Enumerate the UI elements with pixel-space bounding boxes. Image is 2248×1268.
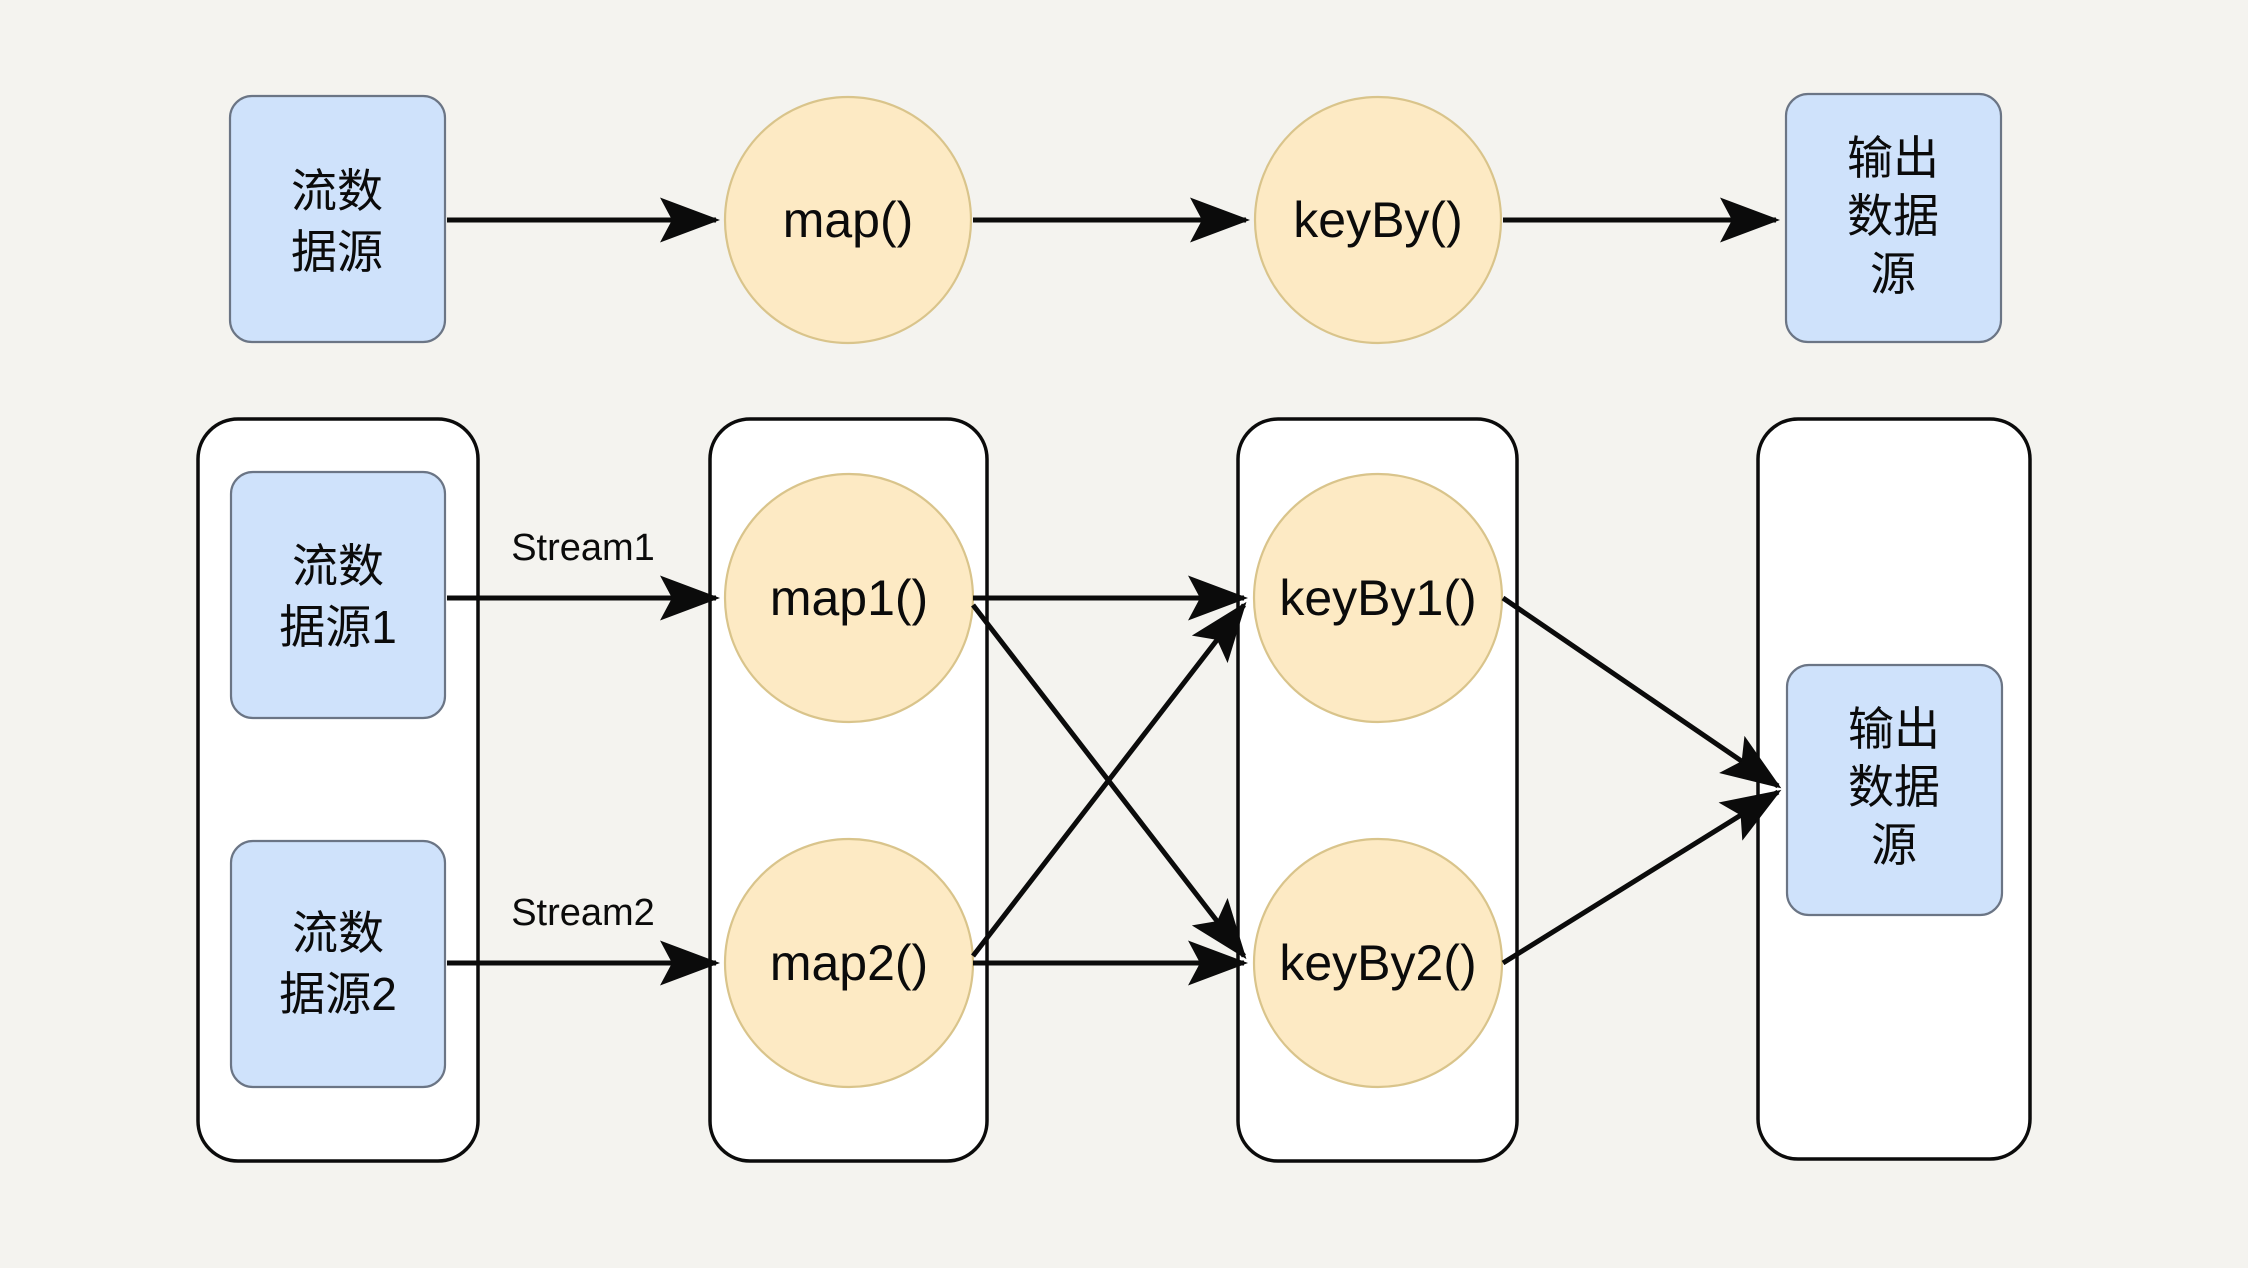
source2-box[interactable] [229,839,447,1089]
top-keyby-node[interactable]: keyBy() [1253,95,1503,345]
edge-keyby1-to-sink [1501,595,1782,789]
keyby1-label: keyBy1() [1279,570,1476,626]
map2-label: map2() [770,935,928,991]
keyby2-node[interactable]: keyBy2() [1252,837,1504,1089]
keyby2-circle[interactable] [1252,837,1504,1089]
edge-map2-to-keyby1 [971,601,1247,958]
source1-node[interactable]: 流数 据源1 [229,470,447,720]
top-sink-label-line2: 数据 [1847,190,1939,242]
map1-node[interactable]: map1() [723,472,975,724]
top-keyby-circle[interactable] [1253,95,1503,345]
map2-node[interactable]: map2() [723,837,975,1089]
top-map-circle[interactable] [723,95,973,345]
bottom-sink-label-line3: 源 [1871,819,1917,871]
keyby2-label: keyBy2() [1279,935,1476,991]
keyby1-circle[interactable] [1252,472,1504,724]
bottom-sink-node[interactable]: 输出 数据 源 [1785,663,2004,917]
edge-label-stream2: Stream2 [511,892,655,934]
top-source-label-line2: 据源 [291,226,383,278]
top-sink-label-line1: 输出 [1847,132,1939,184]
keyby1-node[interactable]: keyBy1() [1252,472,1504,724]
top-map-node[interactable]: map() [723,95,973,345]
edge-label-stream1: Stream1 [511,527,655,569]
source2-label-line1: 流数 [292,907,384,959]
top-sink-label-line3: 源 [1870,248,1916,300]
top-row-group: 流数 据源 map() keyBy() 输出 [228,92,2003,345]
top-sink-node[interactable]: 输出 数据 源 [1784,92,2003,344]
source1-label-line1: 流数 [292,540,384,592]
top-source-node[interactable]: 流数 据源 [228,94,447,344]
top-sink-box[interactable] [1784,92,2003,344]
source2-node[interactable]: 流数 据源2 [229,839,447,1089]
bottom-sink-box[interactable] [1785,663,2004,917]
top-source-label-line1: 流数 [291,165,383,217]
bottom-sink-label-line2: 数据 [1848,761,1940,813]
top-map-label: map() [783,192,914,248]
source2-label-line2: 据源2 [279,968,397,1020]
top-source-box[interactable] [228,94,447,344]
map1-label: map1() [770,570,928,626]
source1-label-line2: 据源1 [279,601,397,653]
source1-box[interactable] [229,470,447,720]
bottom-sink-label-line1: 输出 [1848,703,1940,755]
edge-keyby2-to-sink [1501,789,1782,966]
top-keyby-label: keyBy() [1293,192,1462,248]
bottom-row-group: 流数 据源1 流数 据源2 Stream1 Stream2 [196,417,2032,1163]
